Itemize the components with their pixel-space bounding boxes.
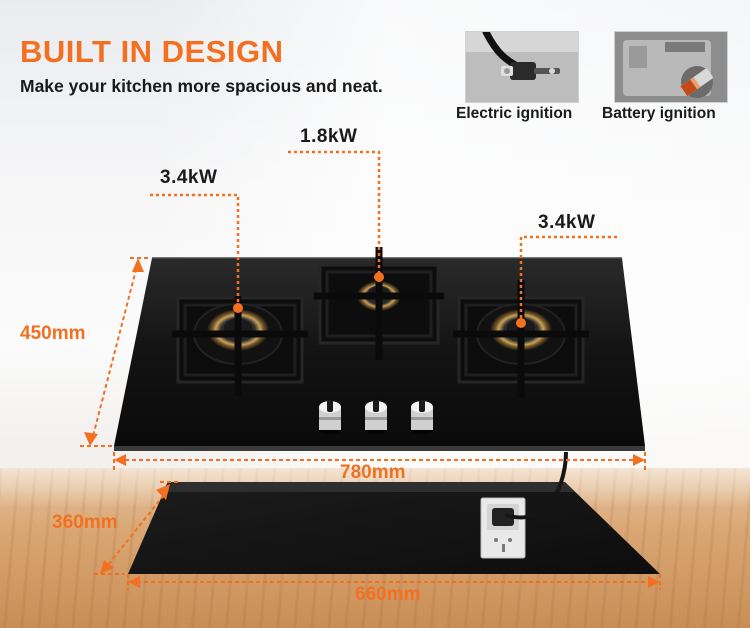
center-burner-power: 1.8kW: [300, 126, 358, 147]
center-burner-knob[interactable]: [363, 397, 389, 435]
dimension-arrowheads: [84, 258, 660, 588]
control-knob-icon: [410, 400, 434, 434]
left-burner-knob[interactable]: [317, 397, 343, 435]
power-cable: [504, 451, 568, 520]
control-knob-icon: [364, 400, 388, 434]
page-subtitle: Make your kitchen more spacious and neat…: [20, 76, 383, 96]
electric-ignition-label: Electric ignition: [456, 105, 573, 122]
cutout-width-label: 660mm: [355, 584, 421, 605]
left-burner-power: 3.4kW: [160, 167, 218, 188]
power-callout-dots: [233, 272, 526, 328]
left-burner: [172, 296, 308, 396]
width-dimension-label: 780mm: [340, 462, 406, 483]
battery-ignition-image: [614, 31, 728, 103]
dimension-lines: [80, 257, 661, 590]
center-burner: [314, 247, 444, 360]
control-knob-icon: [318, 400, 342, 434]
right-burner-knob[interactable]: [409, 397, 435, 435]
depth-dimension-label: 450mm: [20, 323, 86, 344]
cutout-panel: [128, 451, 660, 574]
battery-ignition-label: Battery ignition: [602, 105, 716, 122]
power-callouts: [150, 150, 617, 323]
battery-icon: [615, 32, 727, 102]
electric-ignition-image: [465, 31, 579, 103]
page-title: BUILT IN DESIGN: [20, 34, 284, 69]
right-burner-power: 3.4kW: [538, 212, 596, 233]
wall-socket-icon: [480, 497, 526, 559]
cutout-depth-label: 360mm: [52, 512, 118, 533]
power-plug-icon: [466, 32, 578, 102]
